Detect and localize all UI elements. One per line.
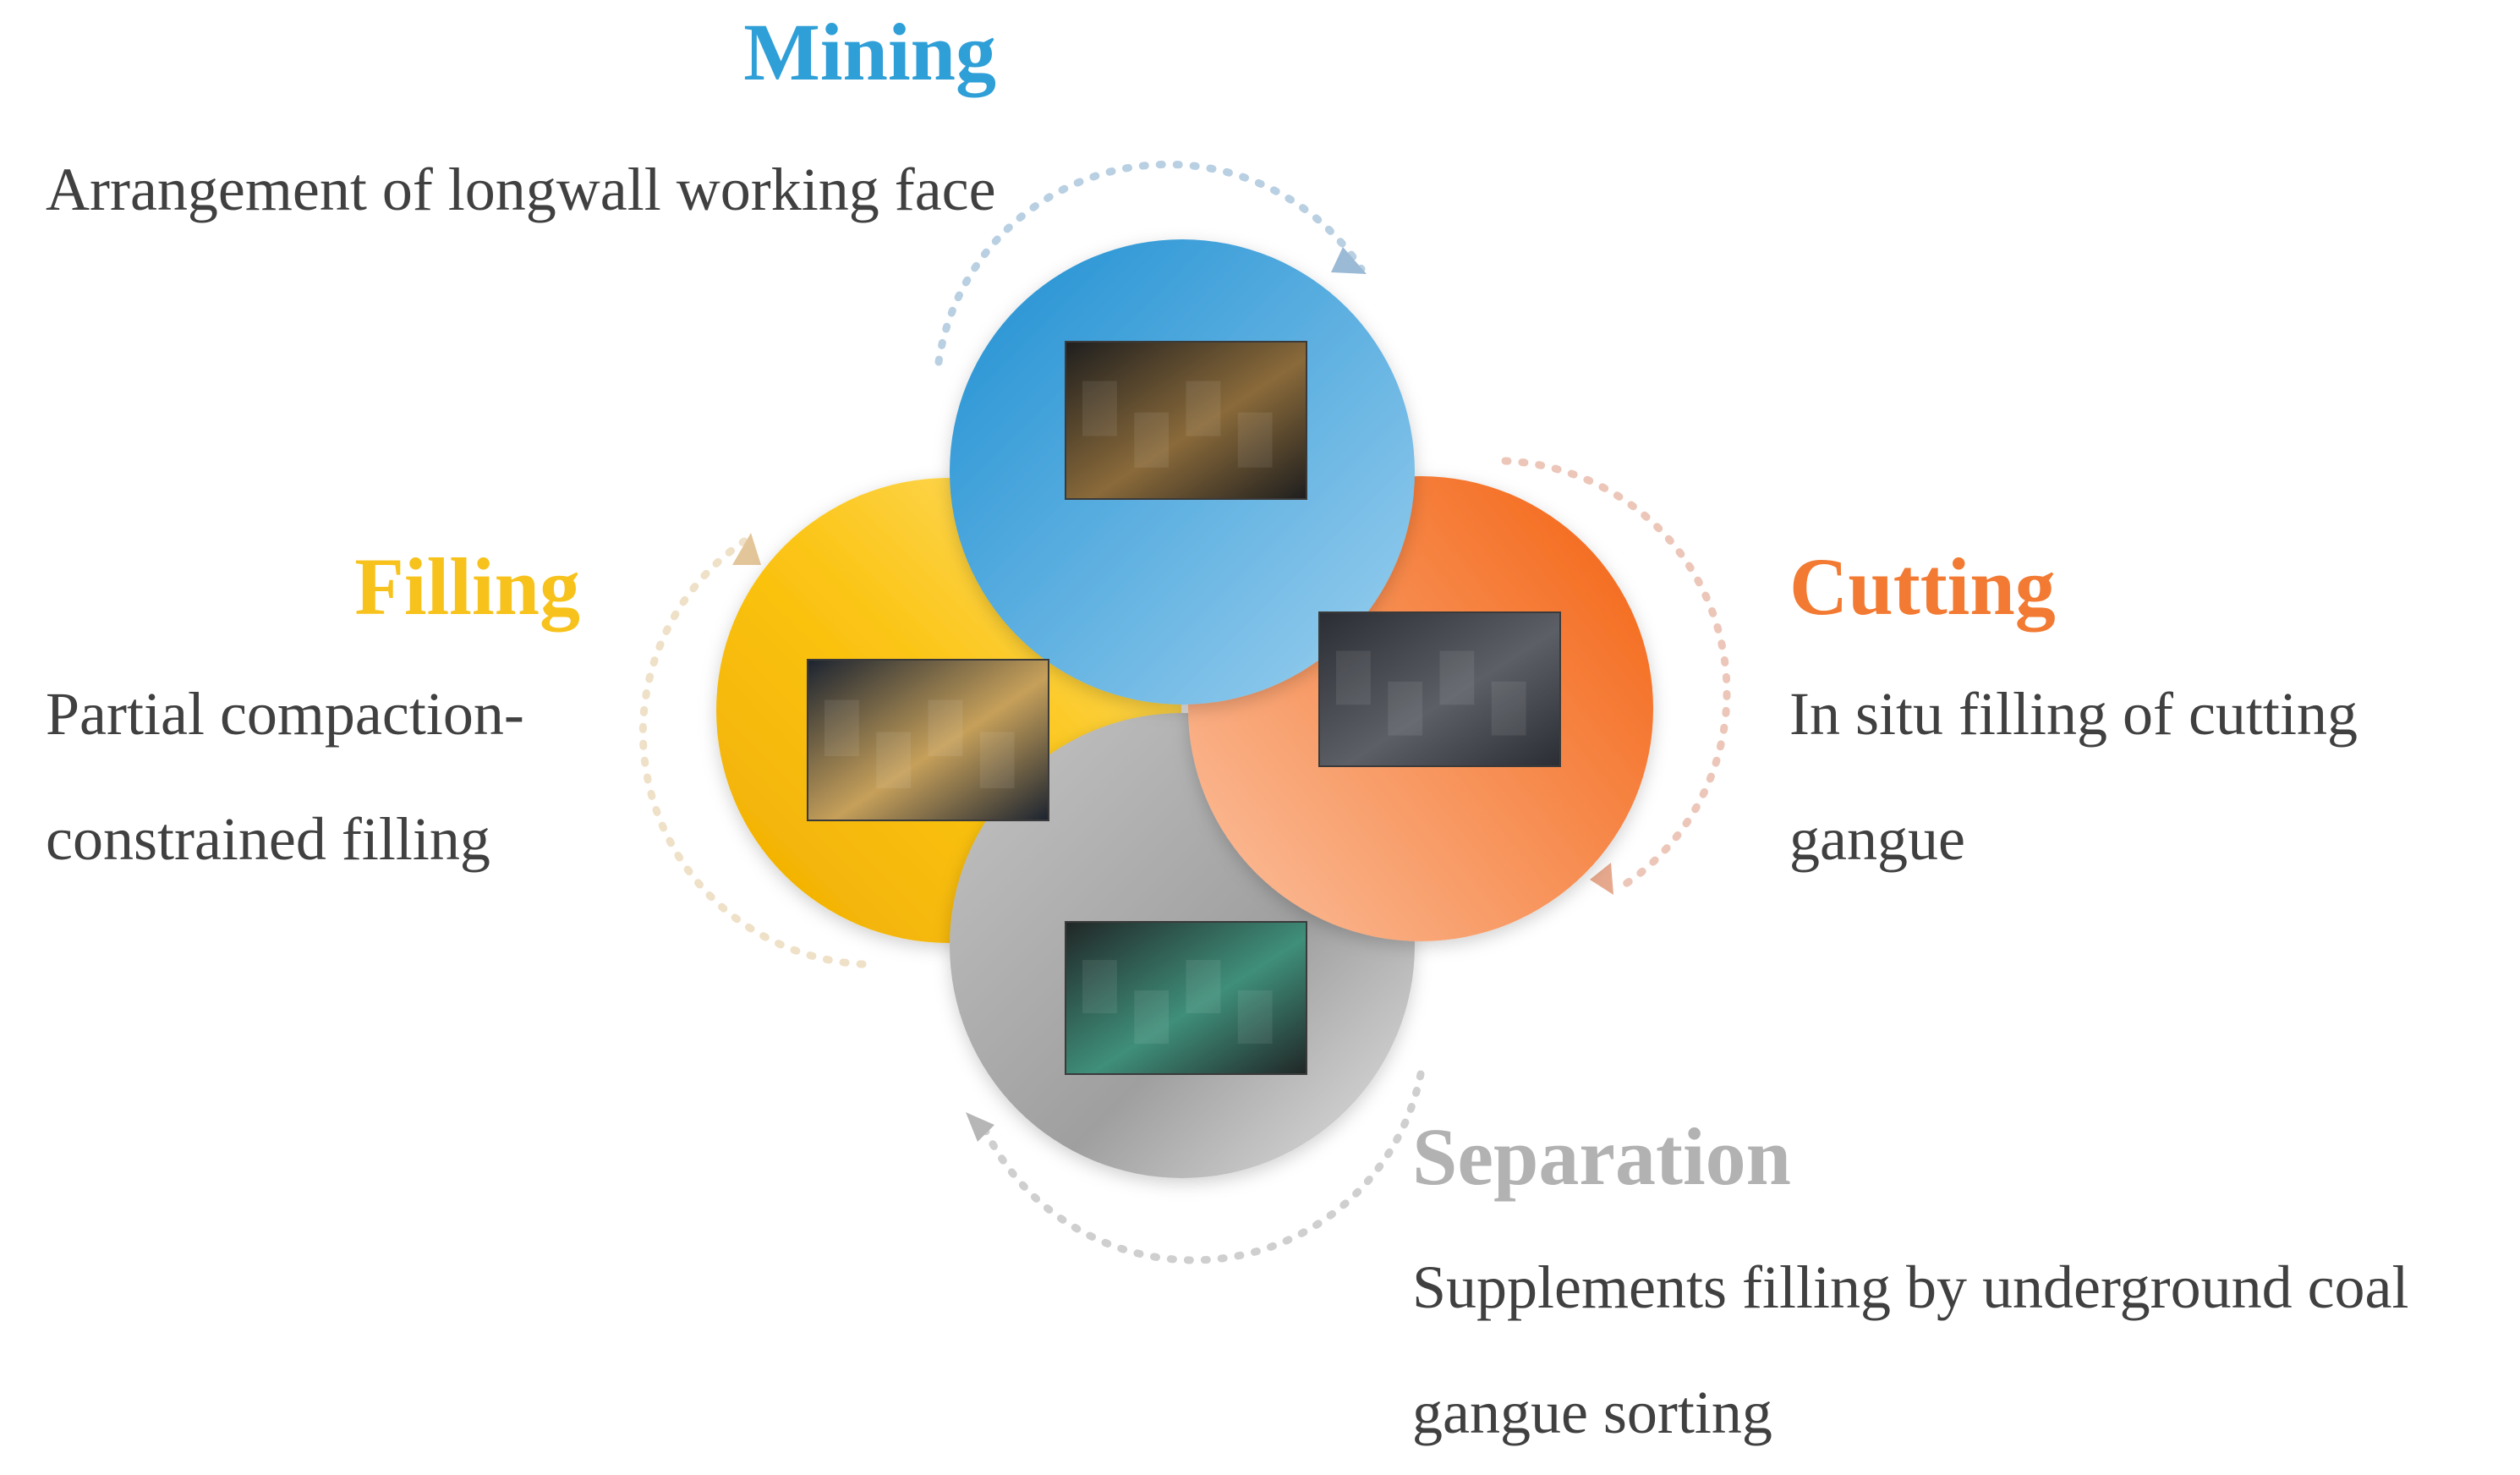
cutting-title: Cutting xyxy=(1789,541,2056,632)
cutting-description: In situ filling of cutting gangue xyxy=(1789,680,2358,873)
arrowhead-top-icon xyxy=(1331,247,1367,274)
arrowhead-right-icon xyxy=(1590,863,1613,895)
roadway-cutting-photo xyxy=(1318,611,1561,767)
longwall-shearer-photo xyxy=(1065,341,1307,500)
filling-description: Partial compaction-constrained filling xyxy=(46,680,524,873)
gangue-sorting-photo xyxy=(1065,921,1307,1075)
cycle-arrows xyxy=(638,160,1731,1264)
arrowhead-left-icon xyxy=(732,533,761,565)
arc-top xyxy=(934,160,1366,366)
filling-title: Filling xyxy=(354,541,580,632)
arc-right xyxy=(1501,457,1731,892)
backfill-support-photo xyxy=(807,659,1049,821)
arrowhead-bottom-icon xyxy=(966,1112,994,1142)
mining-description: Arrangement of longwall working face xyxy=(46,156,996,223)
separation-description: Supplements filling by underground coal … xyxy=(1412,1253,2409,1446)
arc-bottom xyxy=(977,1070,1425,1264)
arc-left xyxy=(638,537,867,968)
mining-title: Mining xyxy=(743,7,996,97)
separation-title: Separation xyxy=(1412,1111,1792,1202)
stage-photos xyxy=(807,341,1561,1075)
